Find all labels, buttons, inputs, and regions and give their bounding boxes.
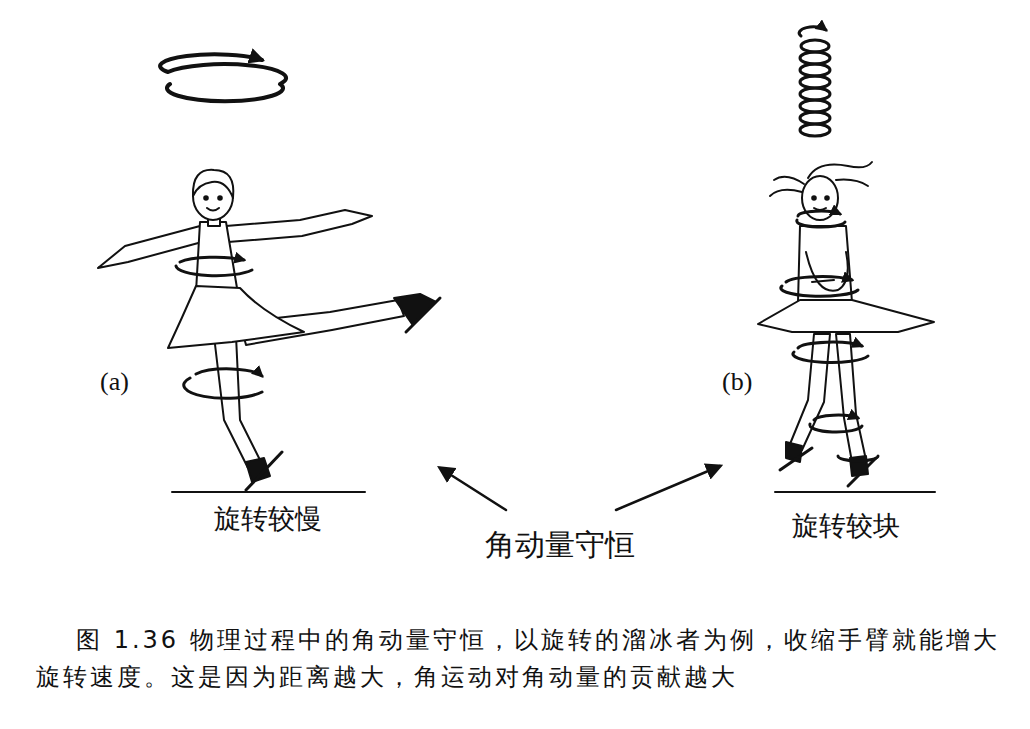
spiral-line bbox=[800, 124, 830, 136]
speed-label: 旋转较块 bbox=[792, 510, 900, 542]
eye bbox=[812, 196, 816, 200]
rotation-arrow bbox=[781, 286, 858, 296]
rotation-rings bbox=[781, 211, 878, 461]
rotation-spiral bbox=[799, 27, 830, 136]
spiral-line bbox=[160, 54, 286, 101]
torso bbox=[798, 226, 852, 302]
leg bbox=[836, 334, 866, 462]
spiral-line bbox=[800, 88, 830, 100]
skater-fast bbox=[758, 162, 934, 486]
ground-line bbox=[172, 491, 365, 493]
rotation-arrow bbox=[786, 277, 852, 282]
eye bbox=[218, 196, 222, 200]
pointer-arrow bbox=[616, 466, 720, 510]
hair bbox=[770, 162, 872, 196]
ground-line bbox=[775, 491, 935, 493]
principle-label: 角动量守恒 bbox=[485, 527, 635, 563]
hands bbox=[812, 280, 834, 282]
skate-blade bbox=[406, 298, 440, 332]
skate-blade bbox=[246, 452, 282, 490]
rotation-arrow bbox=[196, 369, 262, 376]
spiral-line bbox=[799, 27, 826, 36]
figure-letter: (a) bbox=[100, 366, 129, 397]
standing-leg bbox=[214, 336, 262, 468]
spiral-line bbox=[800, 112, 830, 124]
rotation-arrow bbox=[184, 378, 262, 398]
rotation-spiral bbox=[160, 54, 286, 101]
pointer-arrow bbox=[440, 468, 506, 510]
eye bbox=[825, 196, 829, 200]
spiral-line bbox=[800, 76, 830, 88]
rotation-arrow bbox=[793, 352, 868, 362]
figure-letter: (b) bbox=[722, 366, 752, 397]
speed-label: 旋转较慢 bbox=[214, 503, 322, 535]
rotation-arrow bbox=[797, 220, 845, 227]
spiral-line bbox=[800, 52, 830, 64]
left-arm bbox=[98, 226, 202, 268]
rotation-arrow bbox=[176, 266, 252, 276]
folded-arms bbox=[806, 252, 848, 291]
skate-blade bbox=[780, 448, 812, 470]
skirt bbox=[758, 300, 934, 332]
spiral-line bbox=[801, 40, 829, 52]
rotation-arrow bbox=[798, 211, 840, 216]
right-arm bbox=[226, 210, 372, 242]
skirt bbox=[168, 286, 304, 348]
skater-slow bbox=[98, 170, 440, 490]
mouth bbox=[207, 208, 219, 211]
figure-caption: 图 1.36 物理过程中的角动量守恒，以旋转的溜冰者为例，收缩手臂就能增大 旋转… bbox=[36, 622, 1016, 696]
rotation-arrow bbox=[814, 415, 858, 420]
hair bbox=[193, 170, 233, 198]
rotation-arrow bbox=[810, 424, 862, 432]
rotation-arrow bbox=[838, 456, 878, 461]
rotation-arrow bbox=[180, 257, 244, 262]
spiral-line bbox=[800, 100, 830, 112]
rotation-arrow bbox=[798, 342, 862, 348]
eye bbox=[204, 196, 208, 200]
spiral-line bbox=[800, 64, 830, 76]
